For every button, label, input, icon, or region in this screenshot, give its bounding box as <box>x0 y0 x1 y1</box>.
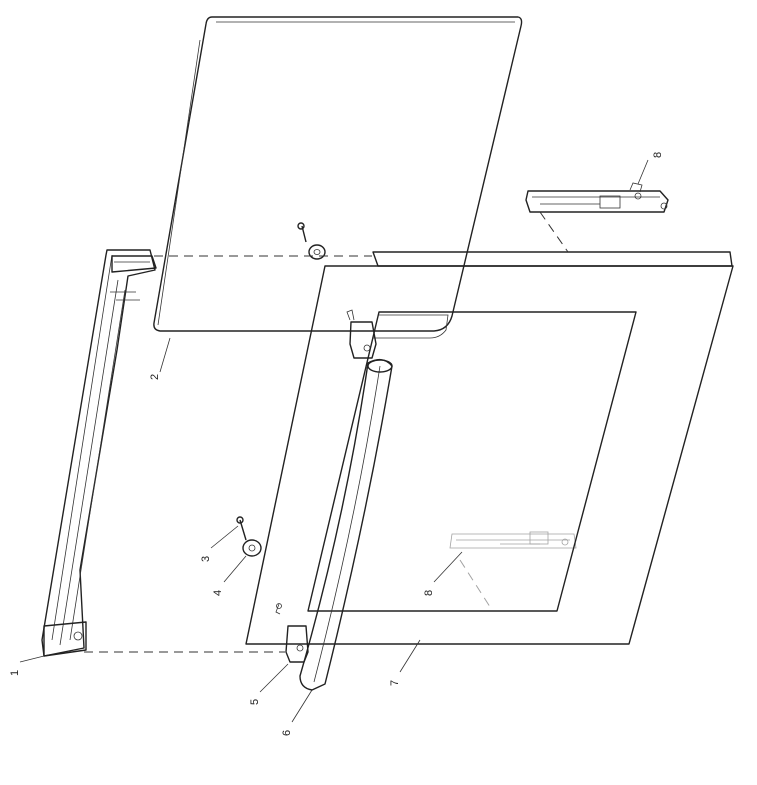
callout-7: 7 <box>389 680 401 686</box>
hinge-assembly-inner <box>449 531 577 611</box>
side-trim <box>41 249 157 657</box>
door-panel-face <box>245 265 734 645</box>
callout-1: 1 <box>9 670 21 676</box>
callout-5: 5 <box>249 699 261 705</box>
callout-6: 6 <box>281 730 293 736</box>
washer-bottom <box>242 539 262 557</box>
glass-panel <box>153 16 523 332</box>
alignment-lines <box>84 211 569 653</box>
handle-mount-top <box>346 309 377 359</box>
screw-bottom <box>236 516 247 541</box>
hinge-assembly-top <box>525 182 669 213</box>
door-window <box>307 311 637 612</box>
screw-top <box>297 222 307 243</box>
callout-3: 3 <box>200 556 212 562</box>
washer-top <box>308 244 326 260</box>
leader-lines <box>19 159 649 723</box>
handle-mount-bottom <box>275 603 309 663</box>
door-panel <box>245 251 734 645</box>
callout-2: 2 <box>149 374 161 380</box>
callout-8-inner: 8 <box>423 590 435 596</box>
callout-4: 4 <box>212 590 224 596</box>
door-handle <box>299 358 393 691</box>
callout-8-top: 8 <box>652 152 664 158</box>
